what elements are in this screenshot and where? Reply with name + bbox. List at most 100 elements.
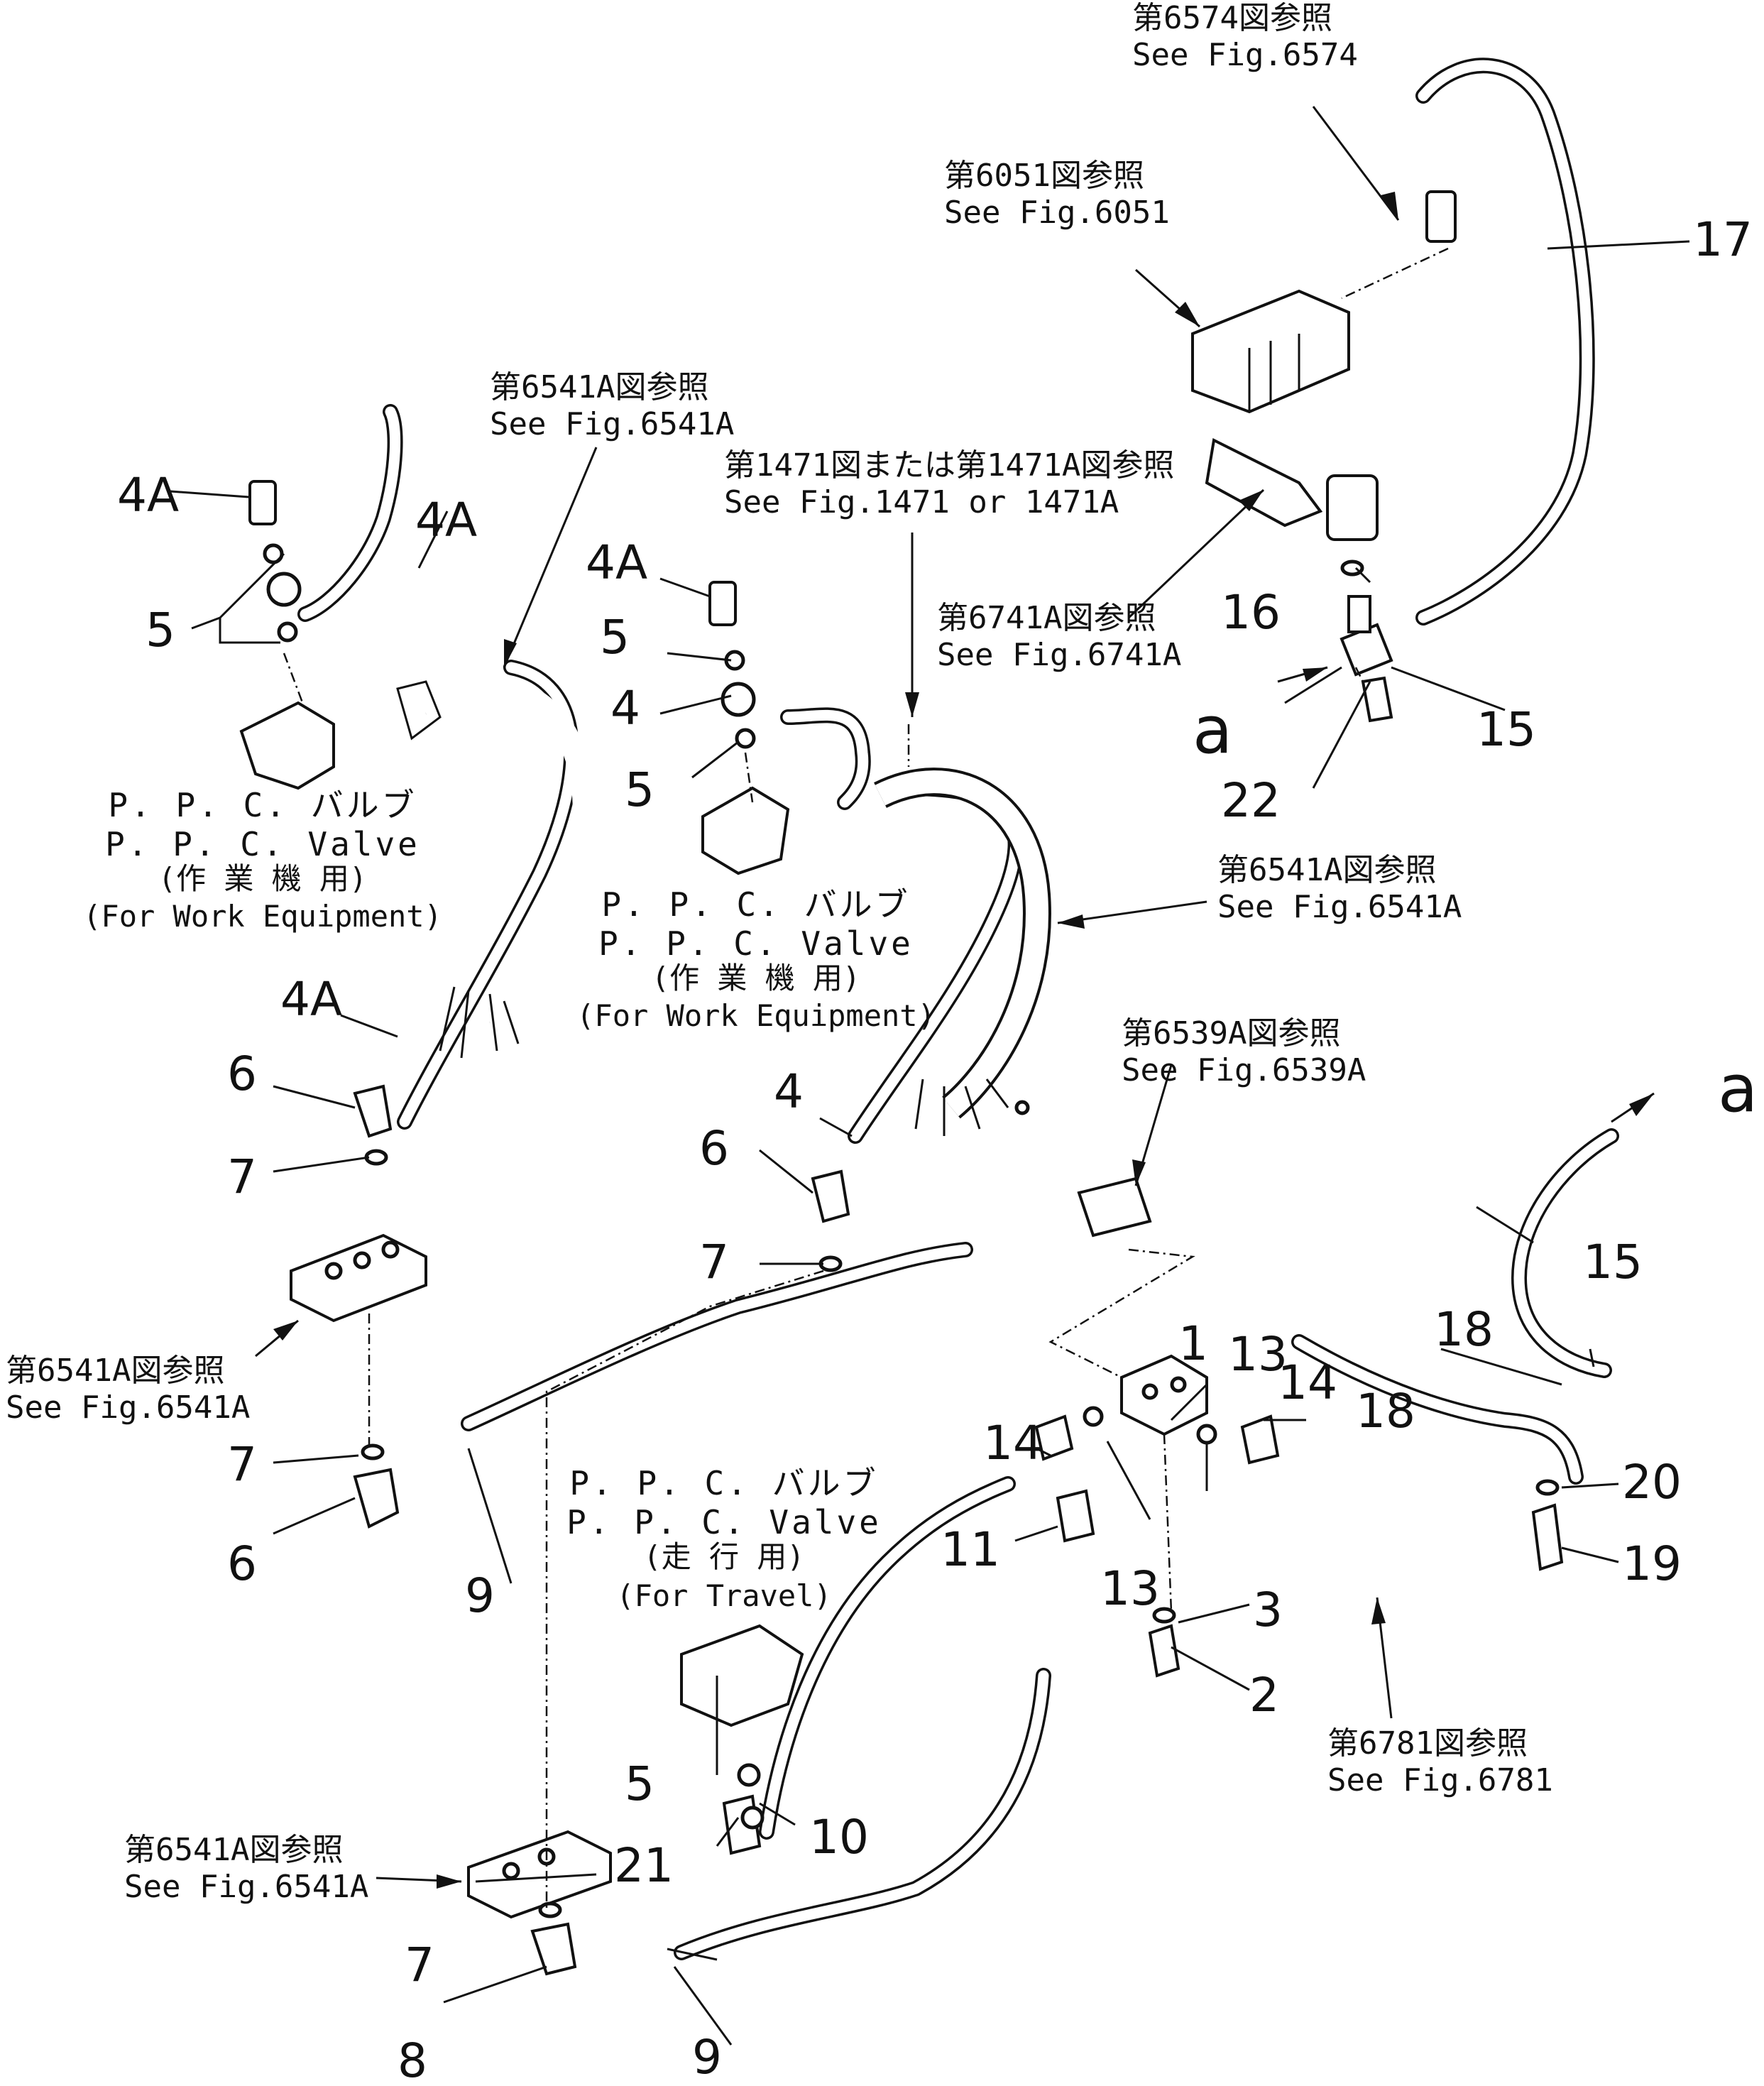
part-numbers: 4A 5 4A 4A 6 7 7 6 4A 5 4 5 4 6 7 9 5 10… [117,212,1753,2086]
part-number-18: 17 [1693,212,1753,267]
part-number-6-mid-upper: 5 [600,610,630,665]
part-number-2: 2 [1249,1668,1279,1722]
part-number-9-upper-left: 7 [227,1150,257,1204]
ref-6574: 第6574図参照 See Fig.6574 [1132,0,1358,73]
caption-ppc-travel-en: P. P. C. Valve [566,1503,882,1541]
part-number-3: 3 [1253,1583,1283,1637]
hoses [297,58,1619,1960]
center-lines [283,247,1449,1910]
part-number-4a-top: 4A [415,493,477,547]
ref-6541a-left-jp: 第6541A図参照 [6,1353,224,1389]
ref-6541a-top: 第6541A図参照 See Fig.6541A [490,369,734,442]
part-number-4a-lower: 4A [280,972,342,1027]
ref-6539a-en: See Fig.6539A [1122,1052,1366,1088]
caption-ppc-work-2-jp: P. P. C. バルブ [601,885,910,924]
ref-6781-en: See Fig.6781 [1327,1762,1553,1798]
ref-1471-jp: 第1471図または第1471A図参照 [724,447,1174,484]
caption-ppc-work-2-en: P. P. C. Valve [598,924,914,963]
part-number-19-right: 18 [1434,1302,1494,1357]
caption-ppc-work-2-use-en: (For Work Equipment) [576,998,936,1033]
ref-6051-jp: 第6051図参照 [944,158,1144,194]
tee-16 [1340,595,1393,677]
caption-ppc-travel-use-jp: (走 行 用) [643,1539,804,1574]
ppc-valve-travel [680,1624,804,1727]
caption-ppc-work-1: P. P. C. バルブ P. P. C. Valve (作 業 機 用) (F… [83,786,442,934]
ref-6541a-bottom: 第6541A図参照 See Fig.6541A [124,1832,368,1905]
ref-6541a-bottom-en: See Fig.6541A [124,1869,368,1905]
part-number-21: 20 [1622,1455,1682,1509]
connector-letter-a-right: a [1718,1051,1758,1127]
ref-6541a-left: 第6541A図参照 See Fig.6541A [6,1353,250,1426]
part-number-23: 22 [1221,773,1281,828]
part-number-9-lower-left: 7 [227,1437,257,1492]
caption-ppc-work-2-use-jp: (作 業 機 用) [652,961,860,995]
part-number-5-mid: 4A [586,535,647,590]
part-number-13-upper: 13 [1228,1327,1288,1382]
ref-6781-jp: 第6781図参照 [1327,1725,1528,1762]
connector-letter-a-left: a [1193,692,1232,768]
ref-6574-en: See Fig.6574 [1132,37,1358,73]
part-number-4-lower: 4 [774,1064,804,1119]
wire-harness-mid [874,768,1051,1136]
part-number-9-bottom: 7 [405,1938,434,1992]
ref-6741a: 第6741A図参照 See Fig.6741A [937,600,1181,673]
part-number-13-lower: 13 [1100,1561,1160,1616]
manifold-block-bottom [467,1830,612,1919]
ref-6541a-top-en: See Fig.6541A [490,406,734,442]
part-number-11: 10 [809,1810,869,1864]
manifold-block-left [290,1233,427,1323]
part-number-22: 21 [614,1838,674,1893]
ref-6541a-mid: 第6541A図参照 See Fig.6541A [1217,852,1462,925]
part-number-7-mid: 6 [699,1121,729,1176]
junction-block-1 [1120,1354,1208,1436]
ref-6741a-en: See Fig.6741A [937,637,1181,673]
ppc-valve-pedal-6741a [1205,438,1379,541]
caption-ppc-work-1-jp: P. P. C. バルブ [108,786,417,824]
ref-6541a-mid-jp: 第6541A図参照 [1217,852,1436,888]
ref-6574-jp: 第6574図参照 [1132,0,1332,36]
part-number-14-left: 14 [983,1416,1043,1470]
part-number-17: 16 [1221,585,1281,640]
part-number-15: 15 [1583,1235,1643,1289]
part-number-9-mid: 7 [699,1235,729,1289]
ref-1471-en: See Fig.1471 or 1471A [724,484,1119,520]
part-number-6-travel: 5 [625,1757,654,1811]
leader-lines [170,106,1690,2046]
ref-6741a-jp: 第6741A図参照 [937,600,1156,636]
ref-6051-en: See Fig.6051 [944,195,1170,231]
ref-6541a-left-en: See Fig.6541A [6,1389,250,1426]
ref-6781: 第6781図参照 See Fig.6781 [1327,1725,1553,1798]
part-number-8: 8 [398,2033,427,2086]
part-number-10-lower: 9 [692,2030,722,2085]
part-number-20: 19 [1622,1536,1682,1591]
ref-6539a-jp: 第6539A図参照 [1122,1015,1340,1052]
wire-harness-left [396,677,596,1059]
part-number-1: 1 [1178,1316,1208,1371]
caption-ppc-travel-use-en: (For Travel) [616,1578,831,1613]
part-number-5-left: 4A [117,468,179,523]
caption-ppc-travel: P. P. C. バルブ P. P. C. Valve (走 行 用) (For… [566,1464,882,1613]
caption-ppc-work-2: P. P. C. バルブ P. P. C. Valve (作 業 機 用) (F… [576,885,936,1033]
part-number-7-lower-left: 6 [227,1536,257,1591]
part-number-7-upper-left: 6 [227,1047,257,1101]
caption-ppc-travel-jp: P. P. C. バルブ [569,1464,878,1502]
tee-6539a [1077,1176,1152,1238]
ppc-valve-block-6051 [1191,289,1350,414]
fittings [248,190,1564,1976]
ppc-valve-work-1 [239,701,335,790]
ref-6541a-top-jp: 第6541A図参照 [490,369,708,405]
ref-6541a-mid-en: See Fig.6541A [1217,889,1462,925]
caption-ppc-work-1-use-jp: (作 業 機 用) [158,861,367,896]
part-number-16: 15 [1477,702,1536,757]
ref-6541a-bottom-jp: 第6541A図参照 [124,1832,343,1868]
part-number-6-mid-lower: 5 [625,763,654,817]
caption-ppc-work-1-en: P. P. C. Valve [105,825,420,863]
part-number-10-upper: 9 [465,1568,495,1623]
part-number-6-left: 5 [146,603,175,657]
ref-6051: 第6051図参照 See Fig.6051 [944,158,1170,231]
caption-ppc-work-1-use-en: (For Work Equipment) [83,899,442,934]
part-number-14-right: 14 [1278,1355,1337,1410]
ppc-valve-work-2 [701,786,790,875]
ref-6539a: 第6539A図参照 See Fig.6539A [1122,1015,1366,1088]
